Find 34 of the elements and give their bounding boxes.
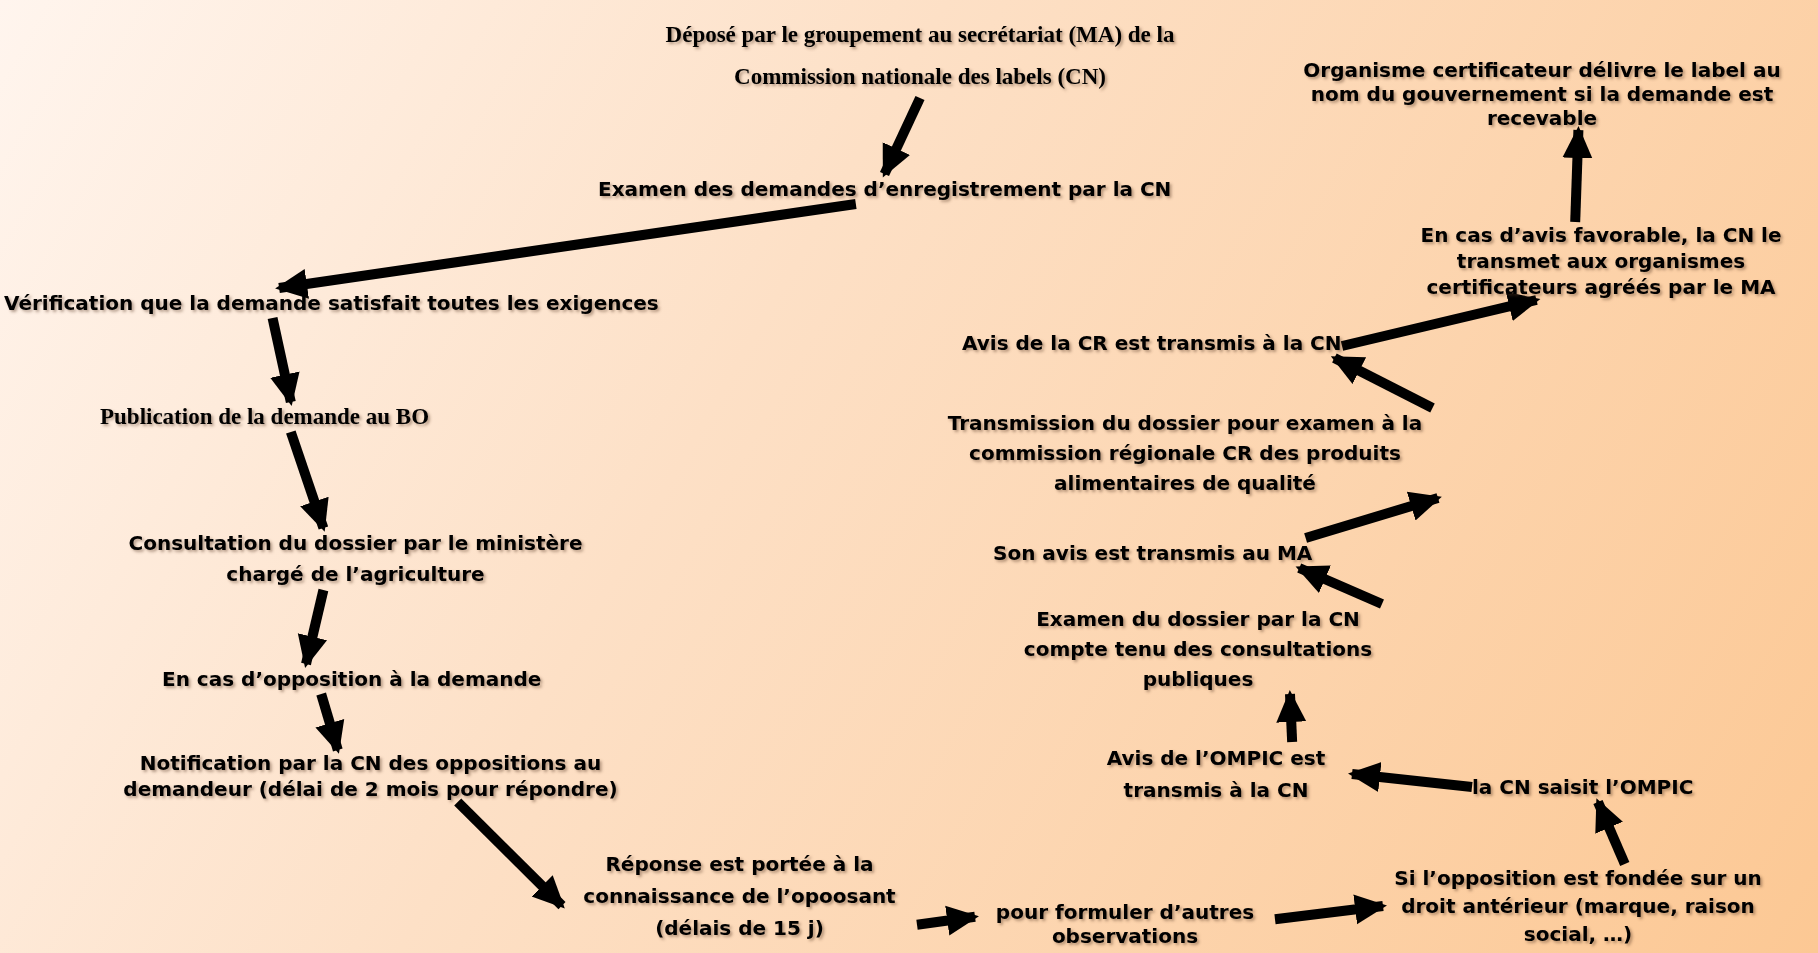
arrow: [315, 692, 345, 754]
step-text: En cas d’avis favorable, la CN le transmet aux organismes certificateurs agréés par le MA: [1386, 222, 1816, 300]
arrow: [1304, 491, 1442, 543]
step-text: la CN saisit l’OMPIC: [1472, 772, 1694, 802]
step-text: Notification par la CN des oppositions au demandeur (délai de 2 mois pour répondre): [98, 750, 643, 802]
arrow: [1276, 690, 1307, 743]
step-text: Organisme certificateur délivre le label au nom du gouvernement si la demande est recevable: [1282, 58, 1802, 130]
arrow: [916, 905, 979, 936]
arrow: [879, 95, 925, 178]
arrow: [286, 430, 329, 532]
step-text: Réponse est portée à la connaissance de l’opoosant (délais de 15 j): [562, 848, 917, 944]
arrow: [1593, 798, 1630, 866]
step-text: En cas d’opposition à la demande: [162, 664, 542, 694]
step-text: Transmission du dossier pour examen à la commission régionale CR des produits alimentaires de qualité: [910, 408, 1460, 498]
step-text: Avis de la CR est transmis à la CN: [962, 328, 1342, 358]
arrow: [275, 199, 857, 299]
step-text: Publication de la demande au BO: [100, 402, 430, 432]
arrow: [1330, 353, 1435, 413]
step-text: pour formuler d’autres observations: [975, 900, 1275, 948]
step-text: Avis de l’OMPIC est transmis à la CN: [1080, 742, 1352, 806]
step-text: Examen des demandes d’enregistrement par la CN: [598, 174, 1172, 204]
step-text: Consultation du dossier par le ministère chargé de l’agriculture: [88, 528, 623, 590]
arrow: [267, 316, 300, 406]
step-text: Vérification que la demande satisfait toutes les exigences: [4, 288, 659, 318]
step-text: Déposé par le groupement au secrétariat (MA) de la Commission nationale des labels (CN): [620, 14, 1220, 98]
arrow: [297, 588, 329, 668]
arrow: [1274, 894, 1387, 925]
arrow: [1348, 762, 1473, 792]
arrow: [1562, 126, 1593, 223]
step-text: Si l’opposition est fondée sur un droit antérieur (marque, raison social, …): [1383, 864, 1773, 948]
arrow: [1295, 563, 1384, 609]
step-text: Examen du dossier par la CN compte tenu des consultations publiques: [998, 604, 1398, 694]
step-text: Son avis est transmis au MA: [993, 538, 1313, 568]
arrow: [454, 798, 566, 910]
